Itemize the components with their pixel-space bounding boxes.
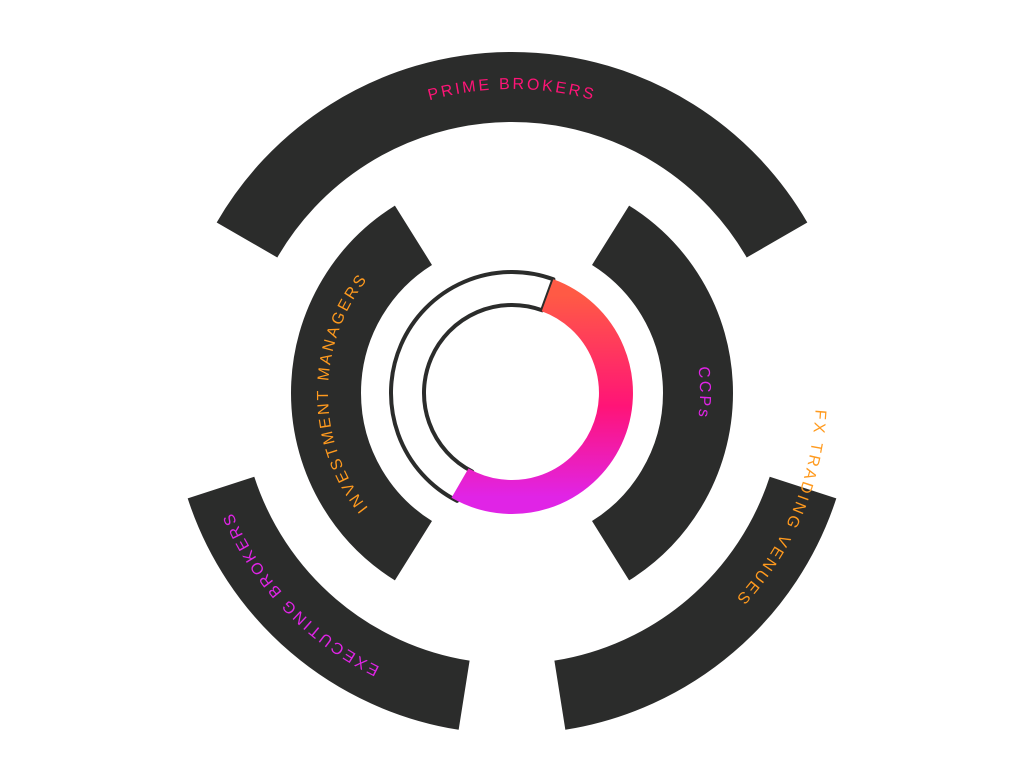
investment-managers-segment	[291, 205, 433, 581]
hub-filled-segment	[451, 279, 633, 514]
hub-empty-segment	[389, 270, 556, 503]
prime-brokers-segment	[216, 52, 808, 258]
ccps-segment	[591, 205, 733, 581]
fx-trading-venues-segment	[553, 476, 837, 730]
central-hub	[389, 270, 633, 514]
ccps-label: CCPs	[694, 366, 713, 421]
executing-brokers-segment	[187, 476, 471, 730]
